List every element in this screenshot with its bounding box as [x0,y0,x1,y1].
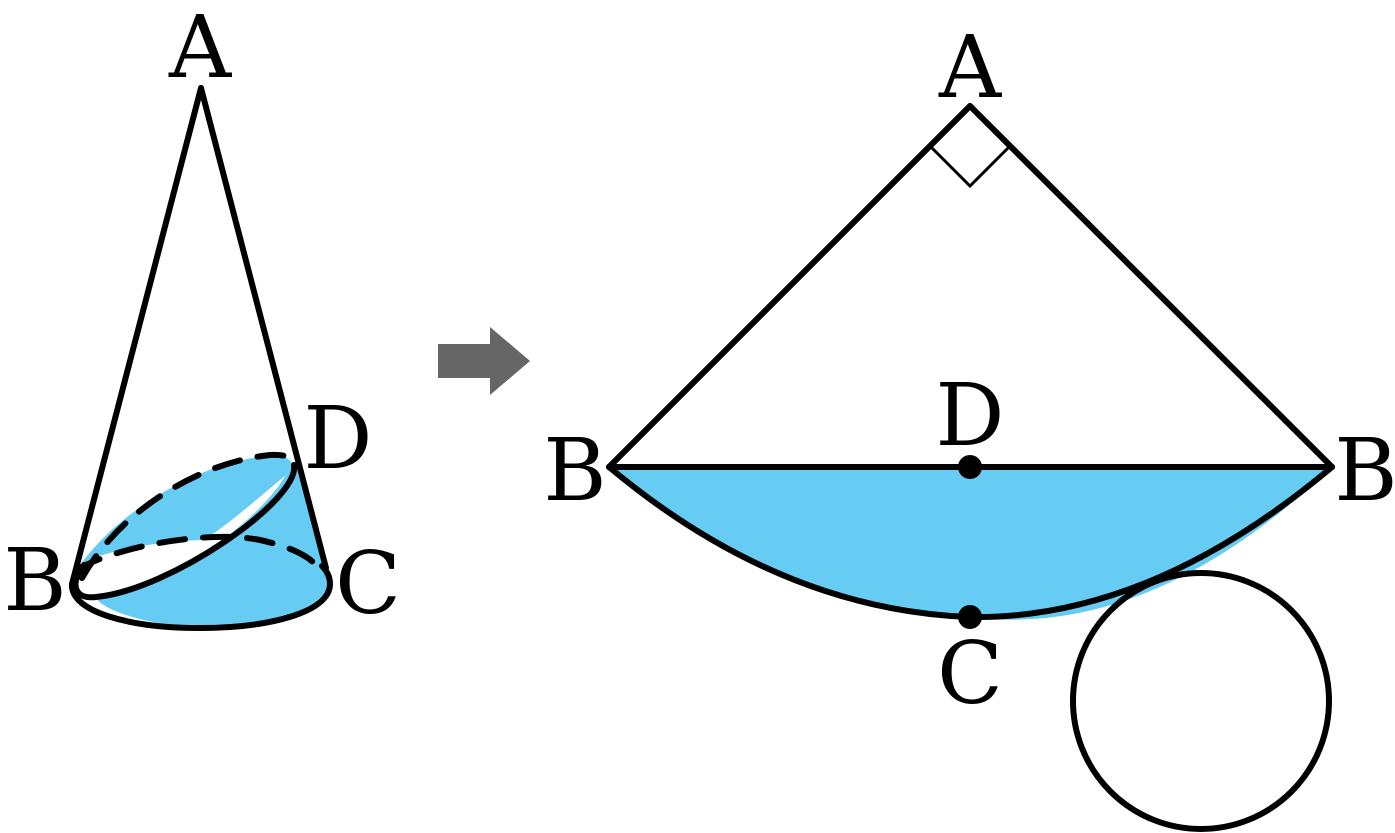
cone-edge-ab [69,85,204,587]
net-label-b-left: B [543,421,606,521]
net-label-b-right: B [1334,421,1395,521]
net-figure: A B B D C [543,18,1395,832]
cone-label-b: B [3,531,66,631]
net-label-c: C [937,624,1003,724]
net-label-a: A [938,18,1002,118]
net-label-d: D [936,366,1005,466]
net-point-d [958,455,982,479]
cone-figure: A B D C [3,0,401,634]
cone-label-a: A [168,0,232,98]
cone-label-c: C [335,534,401,634]
cone-label-d: D [304,389,373,489]
right-arrow-icon [438,327,530,395]
net-base-circle [1070,570,1332,832]
net-point-c [958,605,982,629]
cone-base-front-arc [69,563,333,631]
cone-shaded-back [80,455,293,565]
right-angle-mark [930,146,1010,189]
cone-hidden-base-arc [73,533,325,579]
net-edge-ab-right [967,103,1335,470]
cone-visible-cut-curve [72,462,298,601]
cone-edge-ac [198,85,329,571]
arrow-shape [438,327,530,395]
cone-hidden-cut-curve [79,451,297,581]
net-edge-ab-left [606,103,973,470]
